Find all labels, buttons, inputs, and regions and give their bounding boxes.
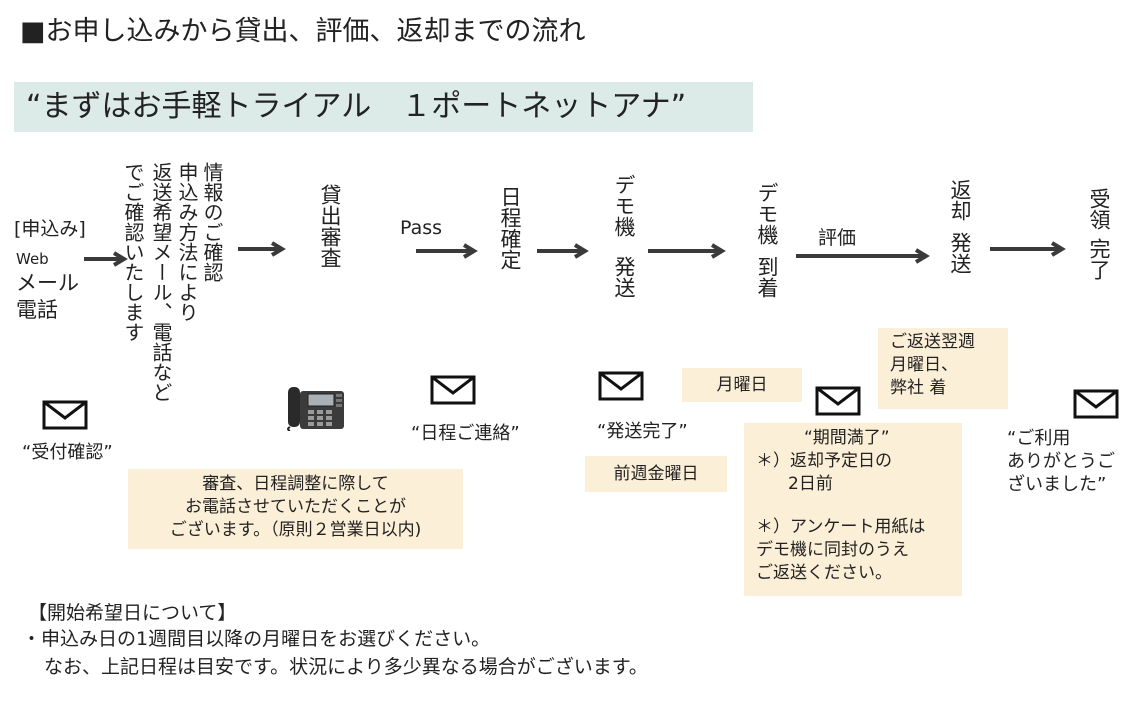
- note-line: 月曜日: [716, 375, 768, 395]
- arrow-right-icon: [416, 243, 478, 259]
- note-line: デモ機に同封のうえ: [756, 540, 909, 560]
- return-col1: 返却: [948, 179, 972, 221]
- receive-col1: 受領: [1087, 188, 1111, 230]
- thanks-notice: “ご利用 ありがとうご ざいました”: [1007, 427, 1135, 496]
- mail-icon: [815, 386, 861, 416]
- apply-label: [申込み]: [14, 218, 86, 240]
- note-line: 2日前: [788, 474, 833, 494]
- start-date-line1: ・申込み日の1週間目以降の月曜日をお選びください。: [22, 628, 491, 650]
- thanks-line: ざいました”: [1007, 474, 1107, 495]
- mail-icon: [598, 371, 644, 401]
- arrow-right-icon: [648, 243, 726, 259]
- return-col2: 発送: [948, 232, 972, 274]
- receive-col2: 完了: [1087, 238, 1111, 280]
- arrow-right-icon: [537, 243, 589, 259]
- note-line: 審査、日程調整に際して: [202, 474, 389, 494]
- ship-col2: 発送: [612, 256, 636, 298]
- subtitle: “まずはお手軽トライアル １ポートネットアナ”: [26, 89, 687, 124]
- note-line: 前週金曜日: [613, 464, 699, 484]
- review-step: 貸出審査: [318, 184, 342, 268]
- mail-icon: [42, 400, 88, 430]
- prev-friday-note: 前週金曜日: [585, 456, 727, 492]
- note-line: ございます。（原則２営業日以内): [169, 520, 422, 540]
- schedule-step: 日程確定: [498, 186, 522, 270]
- ship-col1: デモ機: [612, 174, 636, 237]
- note-line: 月曜日、: [890, 355, 958, 375]
- thanks-line: ありがとうご: [1007, 451, 1115, 472]
- shipped-notice: “発送完了”: [597, 421, 688, 442]
- arrow-right-icon: [238, 241, 286, 257]
- mail-icon: [1073, 389, 1119, 419]
- page-title: ■お申し込みから貸出、評価、返却までの流れ: [20, 16, 586, 47]
- info-col1: 情報のご確認: [200, 162, 224, 282]
- review-note: 審査、日程調整に際して お電話させていただくことが ございます。（原則２営業日以…: [128, 469, 463, 549]
- telephone-icon: [287, 387, 344, 431]
- info-col2: 申込み方法により: [175, 162, 199, 322]
- info-col3: 返送希望メール、電話など: [149, 162, 173, 402]
- evaluate-label: 評価: [818, 227, 857, 249]
- arrow-right-icon: [796, 248, 930, 264]
- monday-note: 月曜日: [682, 368, 802, 402]
- subtitle-banner: [14, 82, 753, 132]
- arrive-col1: デモ機: [755, 182, 779, 245]
- mail-icon: [430, 375, 476, 405]
- note-line: お電話させていただくことが: [185, 497, 406, 517]
- note-line: ＊）アンケート用紙は: [756, 517, 926, 537]
- receipt-notice: “受付確認”: [22, 442, 113, 463]
- start-date-line2: なお、上記日程は目安です。状況により多少異なる場合がございます。: [44, 656, 648, 678]
- note-line: 弊社 着: [890, 378, 947, 398]
- thanks-line: “ご利用: [1007, 428, 1071, 449]
- arrow-right-icon: [990, 241, 1066, 257]
- note-line: ご返送翌週: [890, 332, 975, 352]
- note-line: ＊）返却予定日の: [756, 451, 892, 471]
- expire-note: “期間満了” ＊）返却予定日の 2日前 ＊）アンケート用紙は デモ機に同封のうえ…: [744, 423, 962, 596]
- start-date-heading: 【開始希望日について】: [28, 602, 237, 624]
- note-line: ご返送ください。: [756, 563, 892, 583]
- apply-mail: メール: [16, 271, 79, 295]
- info-col4: でご確認いたします: [121, 162, 145, 342]
- note-line: “期間満了”: [804, 428, 890, 448]
- arrow-right-icon: [84, 251, 128, 267]
- pass-label: Pass: [400, 217, 443, 239]
- arrive-col2: 到着: [755, 256, 779, 298]
- return-note: ご返送翌週 月曜日、 弊社 着: [878, 328, 1008, 409]
- schedule-notice: “日程ご連絡”: [411, 423, 520, 444]
- apply-phone: 電話: [16, 298, 58, 322]
- apply-web: Web: [16, 250, 49, 268]
